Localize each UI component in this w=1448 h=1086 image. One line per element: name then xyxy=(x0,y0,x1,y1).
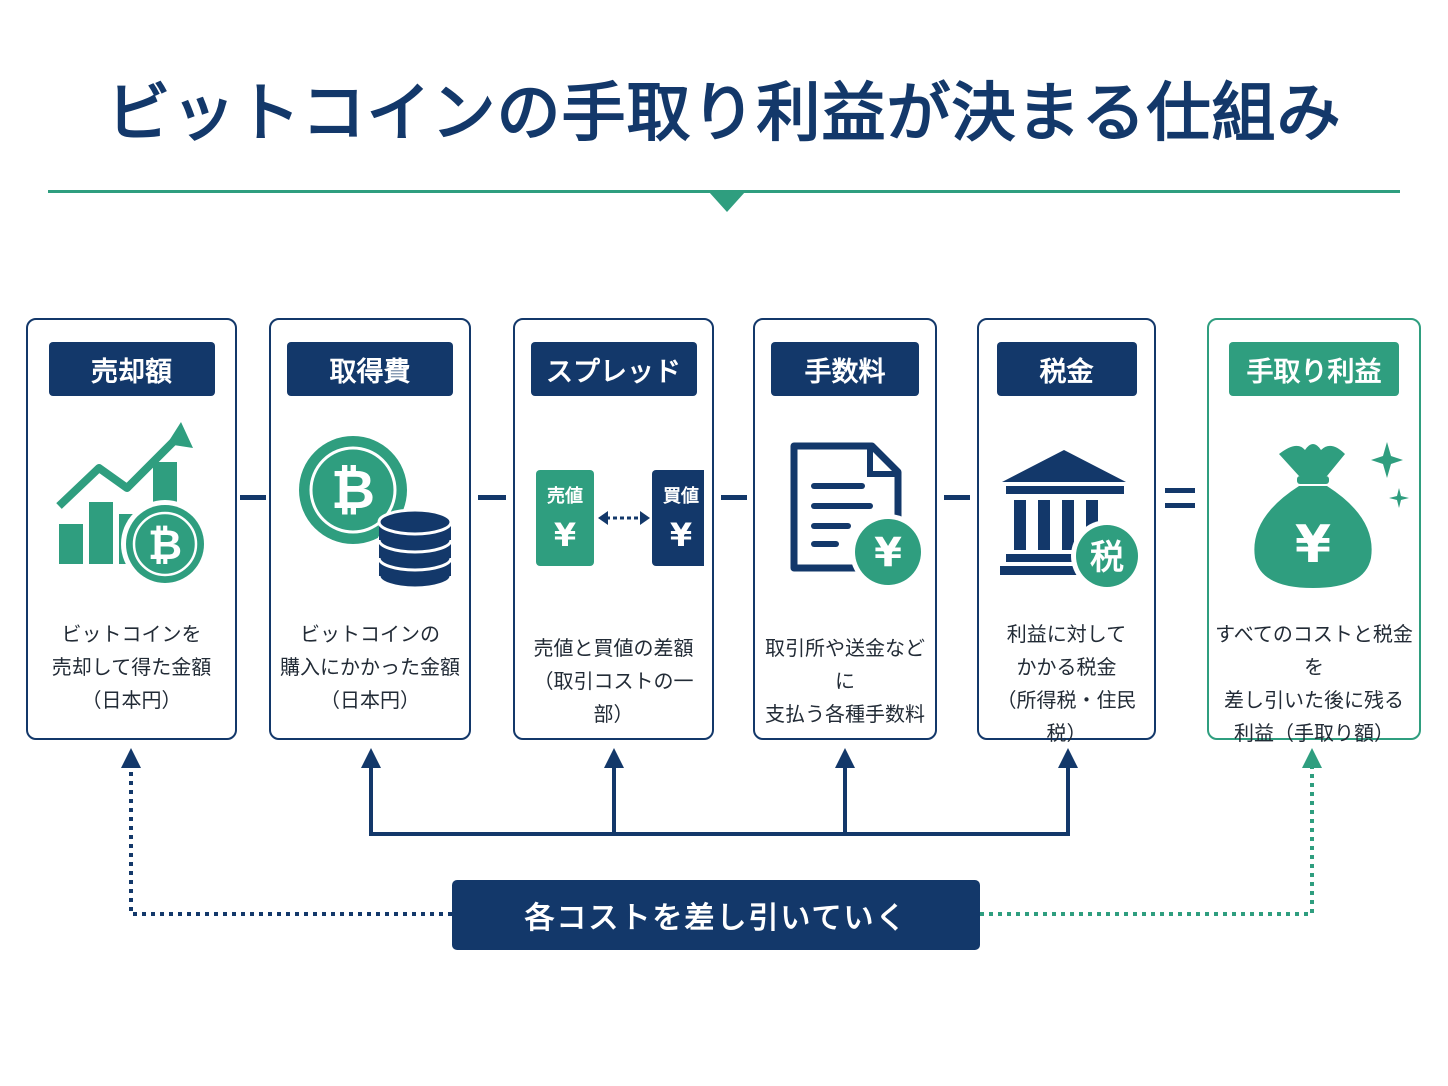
card-description: 利益に対して かかる税金 （所得税・住民税） xyxy=(996,622,1137,745)
minus-sign xyxy=(478,495,506,500)
minus-sign xyxy=(240,495,266,500)
svg-text:税: 税 xyxy=(1090,538,1124,578)
card-label: 取得費 xyxy=(287,342,453,396)
card-label: 税金 xyxy=(996,342,1137,396)
card-description: すべてのコストと税金を 差し引いた後に残る 利益（手取り額） xyxy=(1215,622,1413,745)
arrow-head xyxy=(1302,748,1322,768)
equals-sign-top xyxy=(1165,488,1195,493)
card-tax: 税金 税 利益に対して かかる税金 （所得税・住民税） xyxy=(977,318,1156,745)
arrow-head xyxy=(121,748,141,768)
equals-sign-bottom xyxy=(1165,503,1195,508)
profit-dotted-line xyxy=(980,768,1314,916)
arrow-head xyxy=(361,748,381,768)
page-title: ビットコインの手取り利益が決まる仕組み xyxy=(106,77,1342,151)
svg-text:¥: ¥ xyxy=(553,516,575,554)
money-bag-yen-icon: ¥ xyxy=(1209,418,1419,608)
divider-notch xyxy=(709,192,745,212)
card-label: 手取り利益 xyxy=(1229,342,1399,396)
svg-text:売値: 売値 xyxy=(547,485,583,507)
arrow-head xyxy=(1058,748,1078,768)
card-net-profit: 手取り利益 ¥ すべてのコストと税金を 差し引いた後に残る 利益（手取り額） xyxy=(1207,318,1421,745)
card-spread: スプレッド 売値 ¥ 買値 ¥ 売値と買値の差額 （取引コストの一部） xyxy=(513,318,714,740)
title-divider xyxy=(48,190,1400,193)
cost-bracket-line xyxy=(369,766,1070,836)
svg-text:¥: ¥ xyxy=(874,530,902,576)
minus-sign xyxy=(721,495,747,500)
card-fees: 手数料 ¥ 取引所や送金などに 支払う各種手数料 xyxy=(753,318,937,740)
arrow-head xyxy=(604,748,624,768)
document-yen-icon: ¥ xyxy=(755,418,935,608)
card-description: ビットコインの 購入にかかった金額 （日本円） xyxy=(280,622,460,712)
sale-dotted-line xyxy=(129,768,452,916)
card-sale-amount: 売却額 ₿ ビットコインを 売却して得た金額 （日本円） xyxy=(26,318,237,740)
arrow-head xyxy=(835,748,855,768)
card-description: 取引所や送金などに 支払う各種手数料 xyxy=(765,636,925,726)
svg-text:₿: ₿ xyxy=(331,458,375,521)
minus-sign xyxy=(944,495,970,500)
deduct-costs-box: 各コストを差し引いていく xyxy=(452,880,980,950)
svg-text:¥: ¥ xyxy=(1295,515,1331,575)
svg-text:買値: 買値 xyxy=(663,485,699,507)
svg-text:¥: ¥ xyxy=(669,516,691,554)
card-description: ビットコインを 売却して得た金額 （日本円） xyxy=(51,622,212,712)
card-label: スプレッド xyxy=(530,342,697,396)
svg-text:₿: ₿ xyxy=(147,520,181,569)
card-label: 売却額 xyxy=(48,342,215,396)
bitcoin-coin-stack-icon: ₿ xyxy=(271,418,469,608)
card-acquisition-cost: 取得費 ₿ ビットコインの 購入にかかった金額 （日本円） xyxy=(269,318,471,740)
card-label: 手数料 xyxy=(771,342,919,396)
card-description: 売値と買値の差額 （取引コストの一部） xyxy=(533,636,694,726)
bank-tax-icon: 税 xyxy=(979,418,1154,608)
growth-chart-bitcoin-icon: ₿ xyxy=(28,418,235,608)
bid-ask-yen-icon: 売値 ¥ 買値 ¥ xyxy=(515,418,712,608)
